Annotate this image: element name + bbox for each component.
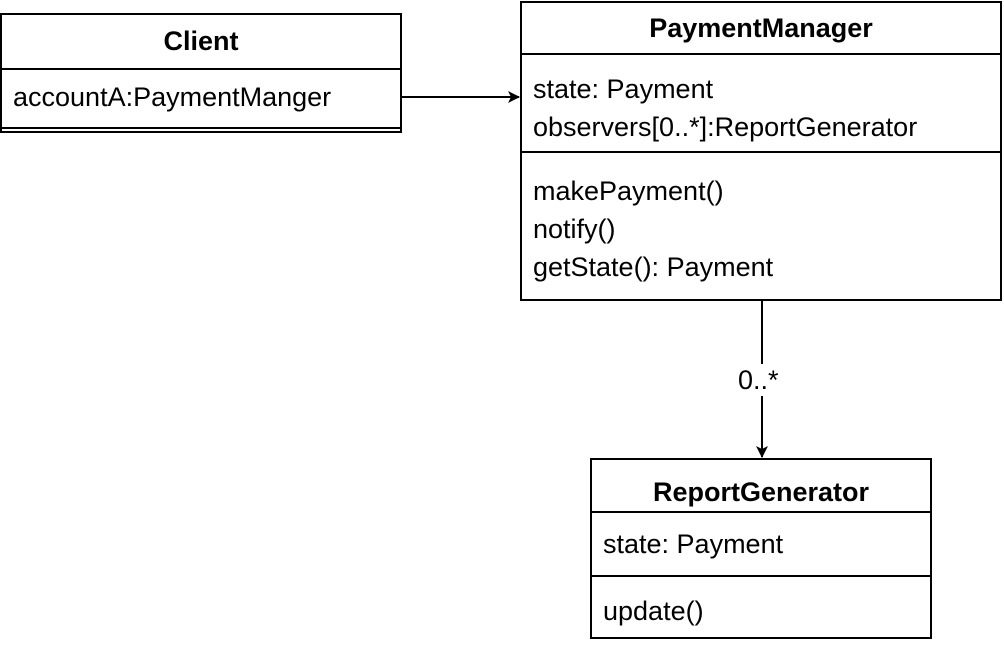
paymentmanager-attributes: state: Payment observers[0..*]:ReportGen… — [522, 55, 1000, 151]
client-operations — [2, 127, 400, 133]
paymentmanager-attribute: observers[0..*]:ReportGenerator — [533, 112, 918, 142]
paymentmanager-operations: makePayment() notify() getState(): Payme… — [522, 151, 1000, 286]
reportgenerator-class-box[interactable]: ReportGenerator state: Payment update() — [590, 458, 932, 639]
paymentmanager-operation: getState(): Payment — [533, 252, 774, 282]
multiplicity-label: 0..* — [737, 364, 780, 396]
client-attribute: accountA:PaymentManger — [13, 82, 332, 112]
reportgenerator-class-name: ReportGenerator — [592, 460, 930, 513]
paymentmanager-operation: makePayment() — [533, 176, 724, 206]
reportgenerator-attributes: state: Payment — [592, 513, 930, 575]
paymentmanager-attribute: state: Payment — [533, 74, 714, 104]
reportgenerator-operation: update() — [603, 596, 704, 626]
client-class-box[interactable]: Client accountA:PaymentManger — [0, 13, 402, 133]
client-class-name: Client — [2, 15, 400, 70]
paymentmanager-class-box[interactable]: PaymentManager state: Payment observers[… — [520, 1, 1002, 301]
paymentmanager-class-name: PaymentManager — [522, 3, 1000, 55]
paymentmanager-operation: notify() — [533, 214, 616, 244]
reportgenerator-operations: update() — [592, 575, 930, 630]
client-attributes: accountA:PaymentManger — [2, 70, 400, 127]
reportgenerator-attribute: state: Payment — [603, 529, 784, 559]
